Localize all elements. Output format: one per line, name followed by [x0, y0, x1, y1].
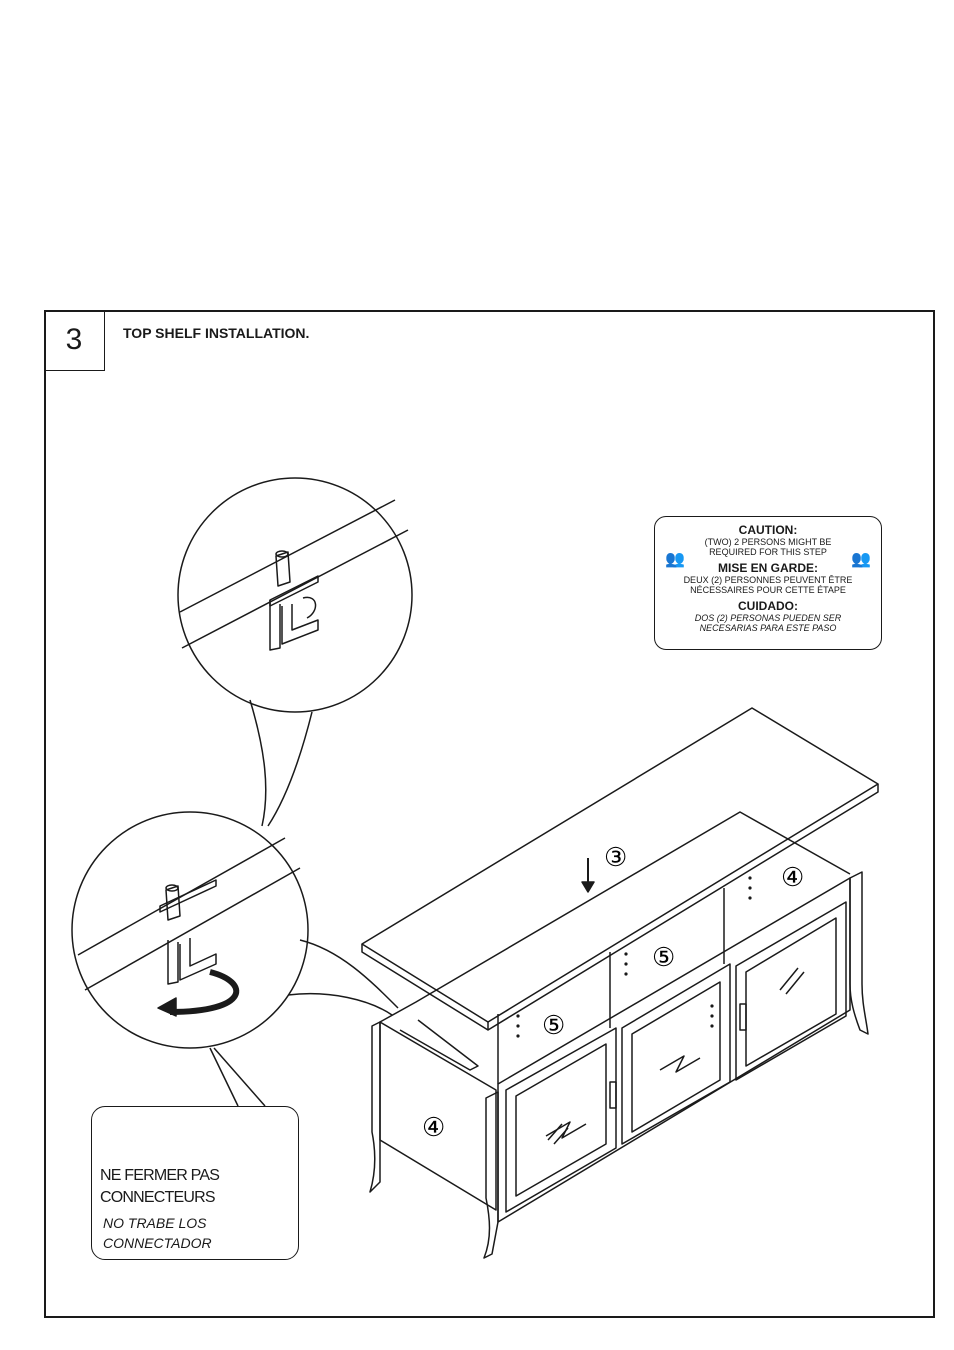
- step-title: TOP SHELF INSTALLATION.: [123, 325, 310, 341]
- note-text-fr: NE FERMER PAS CONNECTEURS: [100, 1167, 220, 1206]
- part-label-side-right: ④: [781, 862, 804, 892]
- caution-heading-es: CUIDADO:: [738, 599, 798, 613]
- part-label-divider: ⑤: [652, 942, 675, 972]
- step-frame: [44, 310, 935, 1318]
- caution-text-en: REQUIRED FOR THIS STEP: [709, 547, 827, 557]
- caution-heading-fr: MISE EN GARDE:: [717, 561, 818, 575]
- step-number: 3: [44, 310, 105, 371]
- caution-box: 👥 👥 CAUTION: (TWO) 2 PERSONS MIGHT BE RE…: [654, 516, 882, 650]
- caution-text-es: DOS (2) PERSONAS PUEDEN SER: [694, 613, 842, 623]
- caution-text-fr: DEUX (2) PERSONNES PEUVENT ÊTRE: [683, 575, 853, 585]
- note-text-es: NO TRABE LOS CONNECTADOR: [103, 1215, 212, 1251]
- part-label-top-shelf: ③: [604, 842, 627, 872]
- two-persons-icon: 👥: [851, 551, 871, 568]
- divider-hole-dots: [516, 876, 752, 1038]
- part-label-divider: ⑤: [542, 1010, 565, 1040]
- part-label-side-left: ④: [422, 1112, 445, 1142]
- caution-heading-en: CAUTION:: [738, 523, 798, 537]
- magnified-connector-open: [177, 477, 413, 827]
- connector-note-box: NE FERMER PAS CONNECTEURS NO TRABE LOS C…: [91, 1106, 299, 1260]
- magnified-connector-rotate: [71, 811, 399, 1107]
- top-shelf-panel: [361, 707, 879, 1031]
- caution-text-fr: NÉCESSAIRES POUR CETTE ÉTAPE: [690, 585, 846, 595]
- caution-text-es: NECESARIAS PARA ESTE PASO: [699, 623, 837, 633]
- tv-stand-cabinet: [369, 811, 869, 1259]
- caution-text-en: (TWO) 2 PERSONS MIGHT BE: [704, 537, 832, 547]
- two-persons-icon: 👥: [665, 551, 685, 568]
